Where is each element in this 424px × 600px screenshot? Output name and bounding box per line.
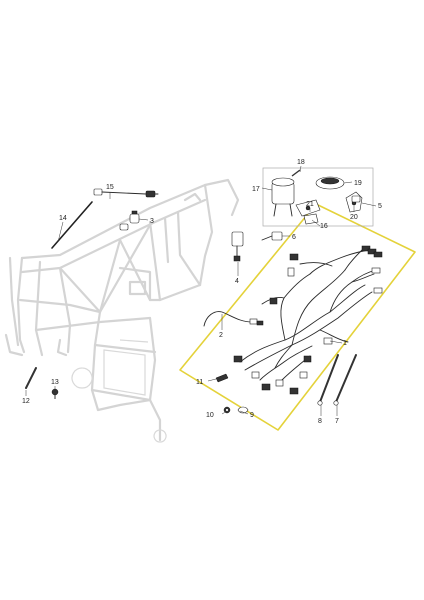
callout-21: 21 (306, 201, 314, 208)
callout-3: 3 (150, 218, 154, 225)
callout-19: 19 (354, 180, 362, 187)
callout-8: 8 (318, 418, 322, 425)
clip-and-nut (223, 406, 249, 414)
callout-12: 12 (22, 398, 30, 405)
callout-4: 4 (235, 278, 239, 285)
switch-part (231, 231, 244, 262)
callout-15: 15 (106, 184, 114, 191)
relay-part (129, 210, 140, 224)
long-bolts (317, 354, 357, 406)
seat-lock-21 (295, 199, 321, 217)
callout-9: 9 (250, 412, 254, 419)
sensor-cable-15 (93, 188, 159, 231)
callout-10: 10 (206, 412, 214, 419)
callout-7: 7 (335, 418, 339, 425)
callout-13: 13 (51, 379, 59, 386)
callout-11: 11 (196, 379, 203, 386)
bracket-16 (303, 213, 319, 225)
ignition-switch (271, 169, 301, 217)
band-clip (215, 373, 229, 383)
callout-1: 1 (343, 340, 347, 347)
small-lock-20 (351, 195, 361, 203)
motorcycle-frame (4, 178, 240, 443)
callout-17: 17 (252, 186, 260, 193)
harness-highlight-box (179, 203, 416, 431)
sensor-part (261, 231, 283, 241)
callout-5: 5 (378, 203, 382, 210)
callout-16: 16 (320, 223, 328, 230)
callout-6: 6 (292, 234, 296, 241)
callout-20: 20 (350, 214, 358, 221)
callout-2: 2 (219, 332, 223, 339)
callout-18: 18 (297, 159, 305, 166)
bolt-12 (25, 367, 37, 389)
callout-14: 14 (59, 215, 67, 222)
callout-labels: 1 2 3 4 5 6 7 8 9 10 11 12 13 14 15 16 1… (22, 159, 382, 425)
lock-set-box (262, 167, 374, 227)
leader-lines (25, 165, 377, 416)
wiring-harness (233, 245, 383, 395)
fuel-cap (315, 176, 345, 190)
sub-harness (203, 311, 264, 327)
